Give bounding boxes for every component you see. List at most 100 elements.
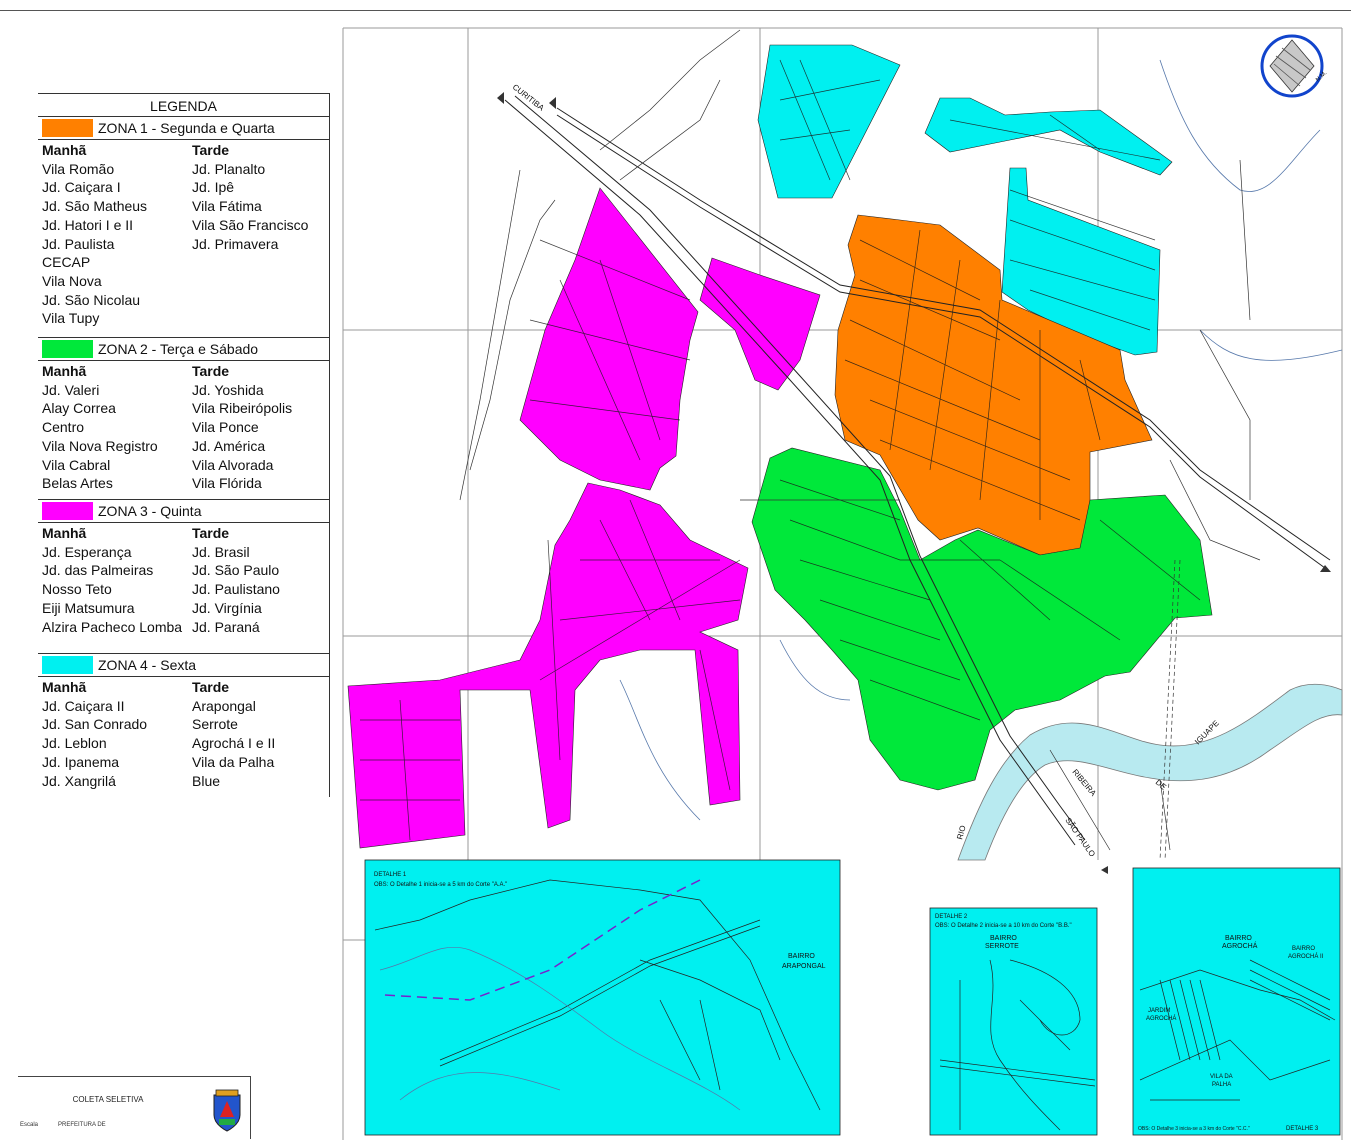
d3-jardim: JARDIM [1148,1008,1170,1014]
zona2-area [751,447,1213,791]
top-border-line [0,10,1351,11]
north-arrow-icon: N.M. [1260,34,1329,98]
zona1-afternoon-list: Tarde Jd. Planalto Jd. Ipê Vila Fátima V… [192,141,308,253]
list-item: Alay Correa [42,400,116,417]
list-item: Jd. São Paulo [192,562,280,579]
map-grid [342,27,1343,1140]
zona4-afternoon-label: Tarde [192,679,230,695]
zona3-header: ZONA 3 - Quinta [38,499,329,523]
legend-title: LEGENDA [150,98,217,114]
title-block-small: Escala [20,1122,39,1128]
detalhe-3-inset: BAIRRO AGROCHÁ BAIRRO AGROCHÁ II JARDIM … [1132,867,1341,1136]
list-item: Jd. Xangrilá [42,772,116,789]
d3-vila: VILA DA [1210,1074,1233,1080]
list-item: Jd. das Palmeiras [42,562,154,579]
list-item: Serrote [192,716,238,733]
zona1-morning-label: Manhã [42,142,87,158]
d3-name2: BAIRRO [1292,946,1315,952]
list-item: Vila da Palha [192,753,275,770]
d3-jardim2: AGROCHÁ [1146,1015,1176,1022]
zona2-morning-list: Manhã Jd. Valeri Alay Correa Centro Vila… [42,362,158,493]
list-item: Jd. Planalto [192,160,266,177]
d1-title: DETALHE 1 [374,872,407,878]
zona2-afternoon-list: Tarde Jd. Yoshida Vila Ribeirópolis Vila… [192,362,292,493]
title-block-org: PREFEITURA DE [58,1122,106,1128]
zona4-morning-label: Manhã [42,679,87,695]
zona1-morning-list: Manhã Vila Romão Jd. Caiçara I Jd. São M… [42,141,147,328]
list-item: Jd. Ipanema [42,753,120,770]
list-item: Jd. Leblon [42,735,107,752]
d3-name1: AGROCHÁ [1222,941,1258,950]
label-rio: RIO [955,824,967,840]
detalhe-2-inset: DETALHE 2 OBS: O Detalhe 2 inicia-se a 1… [929,907,1098,1136]
city-crest-icon [213,1089,241,1132]
d2-note: OBS: O Detalhe 2 inicia-se a 10 km do Co… [935,923,1072,929]
list-item: Vila Nova [42,272,102,289]
d1-bairro: BAIRRO [788,953,815,960]
label-curitiba: CURITIBA [511,82,546,112]
list-item: Jd. América [192,437,266,454]
river-ribeira [957,683,1343,861]
list-item: Vila Ribeirópolis [192,400,293,417]
list-item: Jd. Hatori I e II [42,216,134,233]
list-item: Jd. Caiçara I [42,179,121,196]
list-item: Vila Fátima [192,198,262,215]
d3-vila2: PALHA [1212,1082,1231,1088]
list-item: Jd. Primavera [192,235,279,252]
list-item: Nosso Teto [42,581,112,598]
zona1-afternoon-label: Tarde [192,142,230,158]
list-item: Arapongal [192,697,256,714]
zona3-morning-label: Manhã [42,525,87,541]
d3-name2b: AGROCHÁ II [1288,953,1324,960]
d2-name: SERROTE [985,943,1019,950]
list-item: Jd. Paulistano [192,581,280,598]
list-item: Vila Romão [42,160,115,177]
street-network [360,59,1201,841]
label-sao-paulo: SÃO PAULO [1063,816,1097,859]
list-item: Jd. São Matheus [42,198,148,215]
zona1-header: ZONA 1 - Segunda e Quarta [38,116,329,140]
list-item: Jd. Paulista [42,235,115,252]
list-item: Vila São Francisco [192,216,309,233]
d3-title: DETALHE 3 [1286,1126,1319,1132]
zona3-swatch [42,502,93,520]
zona4-swatch [42,656,93,674]
list-item: Vila Flórida [192,475,262,492]
secondary-roads [459,29,1261,861]
list-item: Eiji Matsumura [42,599,135,616]
d3-bairro1: BAIRRO [1225,935,1252,942]
list-item: Vila Tupy [42,310,100,327]
zona2-name: ZONA 2 - Terça e Sábado [98,341,259,357]
list-item: Agrochá I e II [192,735,276,752]
zona2-swatch [42,340,93,358]
d2-title: DETALHE 2 [935,914,968,920]
zona4-afternoon-list: Tarde Arapongal Serrote Agrochá I e II V… [192,678,275,790]
highway [504,95,1331,846]
zona3-morning-list: Manhã Jd. Esperança Jd. das Palmeiras No… [42,524,182,636]
list-item: CECAP [42,254,91,271]
zona2-morning-label: Manhã [42,363,87,379]
d1-note: OBS: O Detalhe 1 inicia-se a 5 km do Cor… [374,882,507,888]
list-item: Vila Cabral [42,456,111,473]
list-item: Jd. San Conrado [42,716,148,733]
zona4-header: ZONA 4 - Sexta [38,653,329,677]
zona4-name: ZONA 4 - Sexta [98,657,197,673]
list-item: Jd. Ipê [192,179,235,196]
zona3-areas [347,187,821,849]
list-item: Centro [42,419,85,436]
list-item: Jd. Brasil [192,543,250,560]
detalhe-1-inset: DETALHE 1 OBS: O Detalhe 1 inicia-se a 5… [364,859,841,1136]
map-arrows [497,92,1331,874]
list-item: Jd. Caiçara II [42,697,125,714]
zona2-header: ZONA 2 - Terça e Sábado [38,337,329,361]
list-item: Jd. Virgínia [192,599,262,616]
zona2-afternoon-label: Tarde [192,363,230,379]
zona1-name: ZONA 1 - Segunda e Quarta [98,120,275,136]
zona4-morning-list: Manhã Jd. Caiçara II Jd. San Conrado Jd.… [42,678,147,790]
zona4-areas [757,44,1173,356]
list-item: Vila Ponce [192,419,259,436]
list-item: Vila Nova Registro [42,437,158,454]
label-ribeira: RIBEIRA [1070,768,1098,799]
list-item: Vila Alvorada [192,456,274,473]
